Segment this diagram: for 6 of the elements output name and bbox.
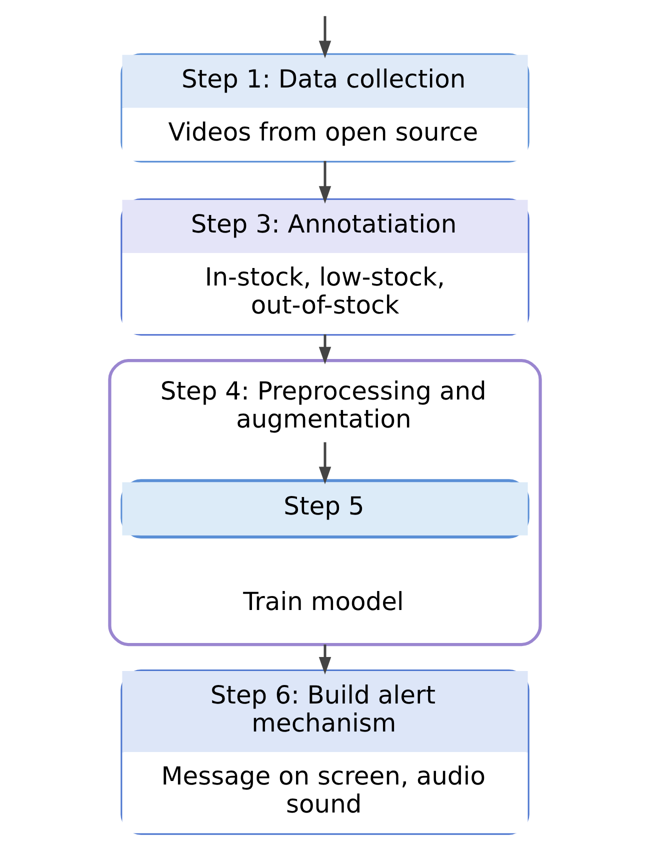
arrow [318,644,331,675]
arrow [318,334,331,364]
node-label: Train moodel [242,586,404,616]
arrow [318,160,331,204]
arrow [318,16,331,58]
arrow [318,442,331,484]
